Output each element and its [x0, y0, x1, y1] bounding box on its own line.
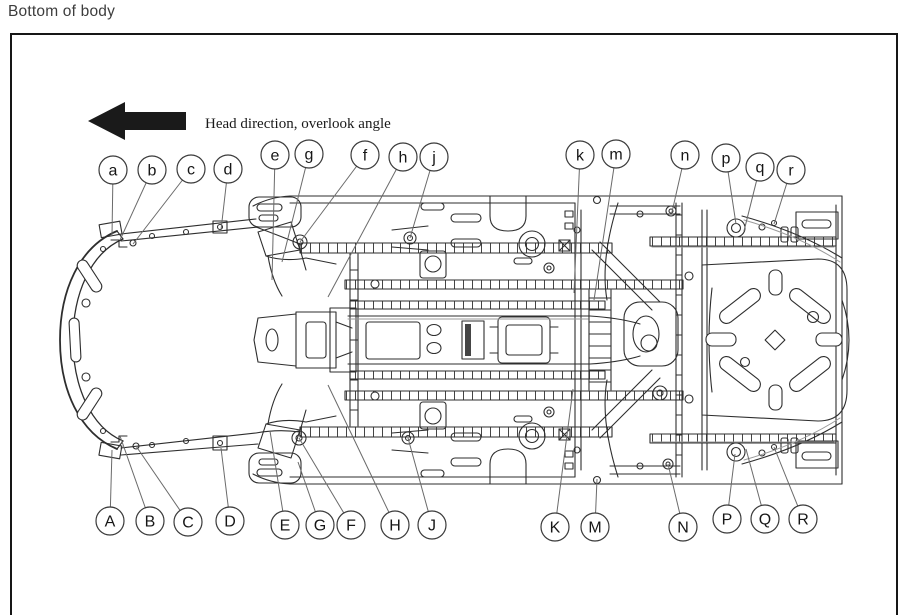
- callout-circle-K: [540, 512, 570, 542]
- callout-label-n: n: [681, 148, 690, 165]
- callout-circle-D: [215, 506, 245, 536]
- callout-M: M: [580, 478, 610, 542]
- callout-circle-a: [98, 155, 128, 185]
- callout-c: c: [132, 154, 206, 245]
- callout-label-P: P: [722, 512, 733, 529]
- callout-N: N: [667, 463, 698, 542]
- callout-circle-F: [336, 510, 366, 540]
- callout-p: p: [711, 143, 741, 225]
- head-direction-arrow-icon: [88, 102, 186, 140]
- callout-h: h: [327, 142, 418, 298]
- callout-label-F: F: [346, 518, 356, 535]
- callout-label-R: R: [797, 512, 809, 529]
- callout-label-h: h: [399, 150, 408, 167]
- callout-J: J: [407, 437, 447, 540]
- callout-circle-e: [260, 140, 290, 170]
- callout-circle-f: [350, 140, 380, 170]
- callout-label-C: C: [182, 515, 194, 532]
- callout-a: a: [98, 155, 128, 237]
- callout-circle-C: [173, 507, 203, 537]
- callout-E: E: [269, 430, 300, 540]
- callout-circle-c: [176, 154, 206, 184]
- callout-g: g: [281, 139, 324, 263]
- callout-circle-R: [788, 504, 818, 534]
- car-underbody-drawing: [59, 195, 850, 485]
- callout-circle-q: [745, 152, 775, 182]
- callout-circle-h: [388, 142, 418, 172]
- underbody-figure-canvas: Head direction, overlook angle: [59, 102, 850, 542]
- callout-R: R: [773, 446, 818, 534]
- callout-label-B: B: [145, 514, 156, 531]
- callout-circle-b: [137, 155, 167, 185]
- callout-circle-n: [670, 140, 700, 170]
- callout-circle-g: [294, 139, 324, 169]
- callout-label-k: k: [576, 148, 585, 165]
- head-direction-label: Head direction, overlook angle: [205, 116, 391, 132]
- callout-label-p: p: [722, 151, 731, 168]
- callout-P: P: [712, 453, 742, 534]
- callout-circle-H: [380, 510, 410, 540]
- callout-n: n: [670, 140, 700, 213]
- callout-label-f: f: [363, 148, 368, 165]
- callout-label-M: M: [588, 520, 601, 537]
- callout-label-J: J: [428, 518, 436, 535]
- callout-G: G: [297, 461, 335, 540]
- callout-k: k: [565, 140, 595, 294]
- callout-circle-B: [135, 506, 165, 536]
- callout-label-r: r: [788, 163, 794, 180]
- callout-circle-r: [776, 155, 806, 185]
- callout-circle-P: [712, 504, 742, 534]
- callout-Q: Q: [745, 448, 780, 534]
- callout-m: m: [593, 139, 631, 301]
- callout-A: A: [95, 449, 125, 536]
- callout-label-Q: Q: [759, 512, 771, 529]
- callout-D: D: [215, 447, 245, 536]
- callout-circle-m: [601, 139, 631, 169]
- callout-e: e: [260, 140, 290, 281]
- callout-K: K: [540, 388, 574, 542]
- screenshot-root: { "page": { "title": "Bottom of body" },…: [8, 3, 898, 615]
- callout-label-G: G: [314, 518, 326, 535]
- callout-label-j: j: [431, 150, 436, 167]
- callout-label-g: g: [305, 147, 314, 164]
- callout-circle-j: [419, 142, 449, 172]
- callout-label-e: e: [271, 148, 280, 165]
- callout-q: q: [743, 152, 775, 232]
- callout-label-c: c: [187, 162, 195, 179]
- callout-label-d: d: [224, 162, 233, 179]
- callout-label-q: q: [756, 160, 765, 177]
- callout-circle-Q: [750, 504, 780, 534]
- callout-circle-G: [305, 510, 335, 540]
- callout-C: C: [135, 445, 203, 537]
- callout-circle-M: [580, 512, 610, 542]
- callout-circle-p: [711, 143, 741, 173]
- callout-label-m: m: [609, 147, 622, 164]
- callout-F: F: [298, 437, 366, 540]
- callout-r: r: [773, 155, 806, 225]
- callout-circle-J: [417, 510, 447, 540]
- callout-f: f: [299, 140, 380, 243]
- callout-circle-N: [668, 512, 698, 542]
- callout-label-b: b: [148, 163, 157, 180]
- callout-label-N: N: [677, 520, 689, 537]
- callout-circle-d: [213, 154, 243, 184]
- page-title: Bottom of body: [8, 3, 116, 20]
- callout-b: b: [119, 155, 167, 241]
- callout-label-A: A: [105, 514, 116, 531]
- callout-j: j: [409, 142, 449, 239]
- callout-circle-E: [270, 510, 300, 540]
- callout-circle-A: [95, 506, 125, 536]
- callout-label-K: K: [550, 520, 561, 537]
- callout-label-H: H: [389, 518, 401, 535]
- callout-d: d: [213, 154, 243, 231]
- callout-H: H: [327, 384, 410, 540]
- callout-B: B: [119, 435, 165, 536]
- callout-circle-k: [565, 140, 595, 170]
- callout-label-a: a: [109, 163, 118, 180]
- callout-label-E: E: [280, 518, 291, 535]
- callout-label-D: D: [224, 514, 236, 531]
